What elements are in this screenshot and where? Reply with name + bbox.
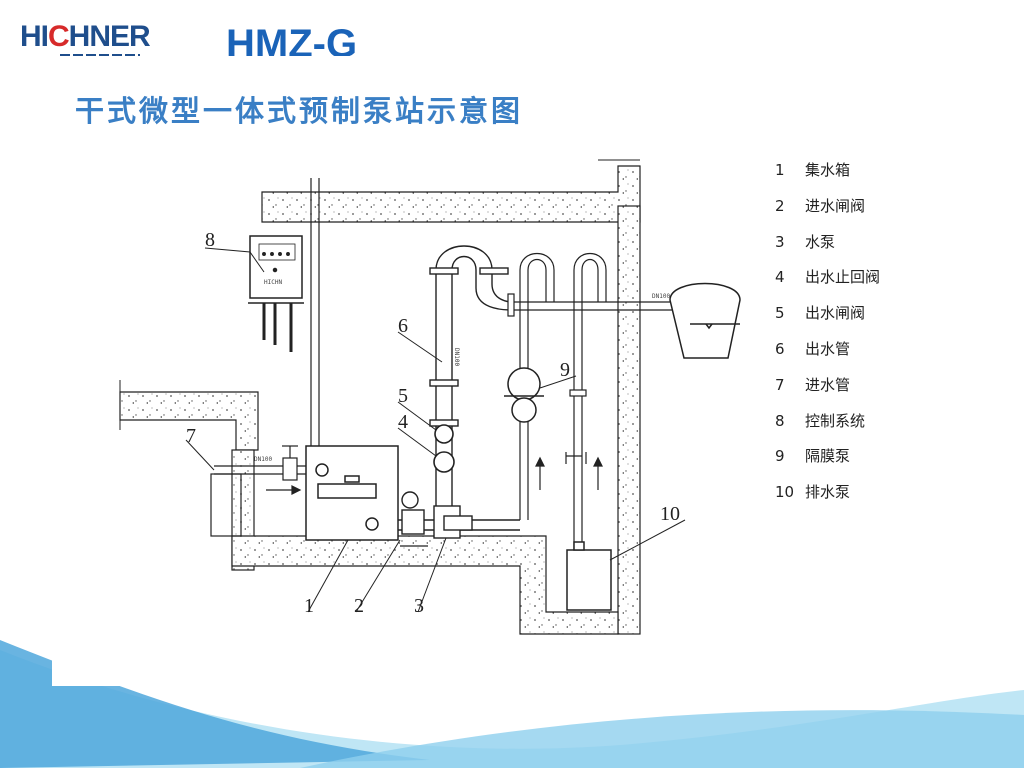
- drain-pump: [566, 541, 612, 611]
- legend-item: 5 出水闸阀: [775, 301, 880, 337]
- legend-label: 进水闸阀: [805, 196, 866, 215]
- legend-label: 出水管: [805, 339, 851, 358]
- callout-7: 7: [186, 425, 196, 447]
- outlet-pipe-spec: DN100: [652, 293, 670, 300]
- legend-item: 4 出水止回阀: [775, 265, 880, 301]
- floor-slab: [231, 535, 619, 635]
- legend-label: 排水泵: [805, 483, 851, 502]
- legend-label: 出水止回阀: [805, 268, 881, 287]
- outlet-check-valve: [433, 451, 455, 473]
- legend-label: 集水箱: [805, 161, 851, 179]
- legend-item: 3 水泵: [775, 230, 880, 266]
- legend-item: 2 进水闸阀: [775, 194, 880, 230]
- legend-number: 5: [775, 304, 785, 323]
- legend-label: 水泵: [805, 232, 836, 251]
- control-cabinet: [248, 235, 304, 352]
- top-slab: [261, 165, 641, 223]
- legend-number: 1: [775, 161, 785, 179]
- legend-number: 4: [775, 268, 785, 287]
- callout-1: 1: [304, 595, 314, 617]
- callout-6: 6: [398, 315, 408, 337]
- diagram-title: 干式微型一体式预制泵站示意图: [75, 94, 524, 128]
- diaphragm-pump: [504, 367, 544, 423]
- legend-label: 控制系统: [805, 411, 866, 430]
- callout-3: 3: [414, 595, 424, 617]
- logo-wordmark: HICHNER: [20, 20, 151, 53]
- legend-number: 7: [775, 375, 785, 394]
- inlet-gate-valve: [401, 509, 425, 535]
- control-box-brand: HICHN: [264, 279, 282, 286]
- collection-tank: [305, 445, 399, 541]
- right-wall: [617, 205, 641, 635]
- legend-number: 9: [775, 447, 785, 466]
- outlet-gate-valve: [434, 424, 454, 444]
- legend-number: 10: [775, 483, 795, 502]
- legend-item: 6 出水管: [775, 337, 880, 373]
- inlet-pipe: [210, 445, 306, 537]
- legend-label: 隔膜泵: [805, 447, 851, 466]
- legend-number: 2: [775, 196, 785, 215]
- legend-number: 3: [775, 232, 785, 251]
- manhole: [669, 282, 741, 359]
- legend-label: 进水管: [805, 375, 851, 394]
- callout-8: 8: [205, 229, 215, 251]
- legend-item: 8 控制系统: [775, 409, 880, 445]
- legend-item: 1 集水箱: [775, 158, 880, 194]
- callout-10: 10: [660, 503, 680, 525]
- legend-item: 9 隔膜泵: [775, 444, 880, 480]
- callout-4: 4: [398, 411, 408, 433]
- legend-label: 出水闸阀: [805, 304, 866, 323]
- discharge-pipe-spec: DN100: [453, 348, 460, 366]
- callout-2: 2: [354, 595, 364, 617]
- legend-item: 10 排水泵: [775, 480, 880, 516]
- inlet-pipe-spec: DN100: [254, 456, 272, 463]
- callout-9: 9: [560, 359, 570, 381]
- legend-item: 7 进水管: [775, 373, 880, 409]
- content-panel: [52, 56, 934, 686]
- callout-5: 5: [398, 385, 408, 407]
- legend-number: 8: [775, 411, 785, 430]
- legend-number: 6: [775, 339, 785, 358]
- component-legend: 1 集水箱 2 进水闸阀 3 水泵 4 出水止回阀 5 出水闸阀 6 出水管 7 进水管 8 控…: [775, 158, 880, 516]
